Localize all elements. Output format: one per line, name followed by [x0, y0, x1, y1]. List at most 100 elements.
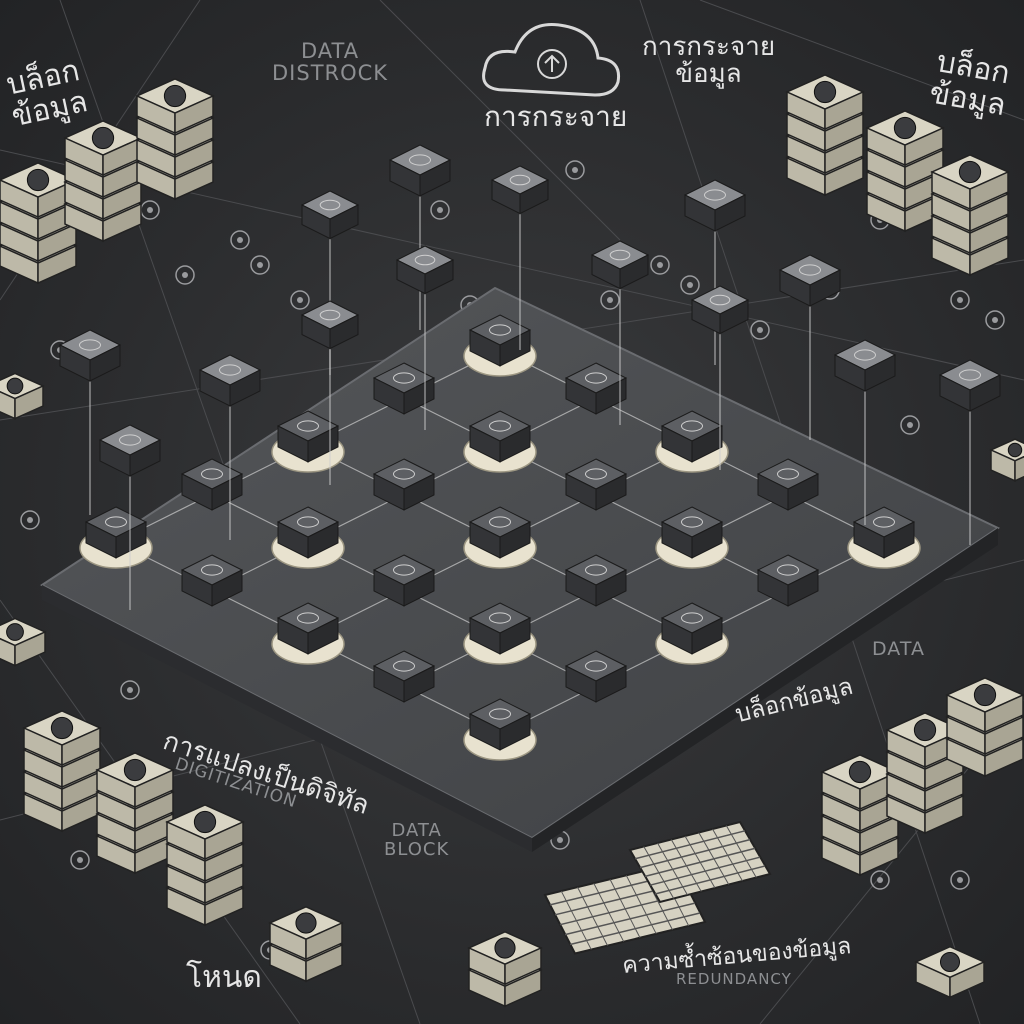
server-stack-icon [63, 120, 143, 243]
cube-right [719, 299, 749, 335]
server-side-right [174, 94, 214, 135]
cube-emblem [799, 264, 821, 276]
cube-emblem [854, 349, 876, 361]
server-side-right [969, 236, 1009, 277]
server-side-right [14, 630, 46, 667]
server-side-right [984, 693, 1024, 734]
panel-col [593, 882, 625, 942]
server-emblem [494, 937, 516, 959]
cloud-badge [537, 49, 567, 79]
panel-col [698, 832, 730, 885]
server-stack-icon [885, 712, 965, 835]
top-left-block-label: บล็อก ข้อมูล [2, 53, 90, 134]
decor-circle-icon [900, 415, 920, 435]
floating-block-icon [98, 424, 162, 477]
decor-dot [757, 327, 763, 333]
cube-emblem [393, 660, 415, 672]
cube-emblem [585, 660, 607, 672]
server-stack-icon [820, 754, 900, 877]
node-cube-icon [372, 650, 436, 703]
cube-emblem [873, 516, 895, 528]
background-line [699, 0, 1024, 121]
node-cube-icon [372, 362, 436, 415]
floating-block-icon [300, 190, 360, 240]
cube-right [211, 569, 243, 607]
decor-dot [77, 857, 83, 863]
cube-right [307, 617, 339, 655]
panel-col [560, 890, 592, 950]
cloud-outline [482, 23, 621, 97]
floating-block-icon [388, 144, 452, 197]
data-distrock-label: DATA DISTROCK [272, 40, 388, 84]
server-side-right [204, 886, 244, 927]
data-distrock-line-2: DISTROCK [272, 61, 389, 86]
floating-blocks [58, 144, 1002, 610]
decor-dot [257, 262, 263, 268]
cube-right [211, 473, 243, 511]
server-stack-icon [22, 710, 102, 833]
server-emblem [973, 683, 997, 707]
floating-block-icon [683, 179, 747, 232]
server-stacks [0, 74, 1024, 1008]
panel-col [684, 835, 716, 889]
server-emblem [163, 84, 187, 108]
panel-col [712, 828, 743, 882]
panel-col [643, 846, 675, 899]
cube-right [595, 665, 627, 703]
cube-emblem [585, 468, 607, 480]
server-emblem [26, 168, 50, 192]
server-side-right [305, 921, 343, 961]
server-side-right [37, 222, 77, 263]
cube-emblem [959, 369, 981, 381]
cube-right [424, 259, 454, 295]
misc-decor [543, 820, 772, 955]
decor-circle-icon [565, 160, 585, 180]
cube-emblem [509, 174, 531, 186]
server-side-right [924, 772, 964, 813]
decor-circle-icon [120, 680, 140, 700]
cube-emblem [393, 372, 415, 384]
server-side-right [824, 156, 864, 197]
server-stack-icon [930, 154, 1010, 277]
decor-dot [992, 317, 998, 323]
cube-emblem [489, 708, 511, 720]
server-stack-icon [865, 110, 945, 233]
decor-dot [687, 282, 693, 288]
server-emblem [295, 912, 317, 934]
cube-emblem [297, 612, 319, 624]
cube-emblem [105, 516, 127, 528]
floating-block-icon [938, 359, 1002, 412]
decor-circle-icon [250, 255, 270, 275]
server-emblem [193, 810, 217, 834]
node-cube-icon [660, 410, 724, 463]
cube-right [619, 254, 649, 290]
server-side-right [824, 134, 864, 175]
decor-circle-icon [750, 320, 770, 340]
cube-right [499, 329, 531, 367]
decor-circle-icon [870, 870, 890, 890]
cube-right [714, 194, 746, 232]
cube-emblem [585, 564, 607, 576]
cube-emblem [219, 364, 241, 376]
cube-emblem [489, 516, 511, 528]
decor-circle-icon [680, 275, 700, 295]
node-cube-icon [468, 698, 532, 751]
server-emblem [6, 623, 24, 641]
decor-circle-icon [600, 290, 620, 310]
cube-right [499, 425, 531, 463]
panel-col [670, 839, 702, 892]
node-cube-icon [564, 458, 628, 511]
cube-emblem [414, 254, 436, 266]
server-emblem [893, 116, 917, 140]
server-side-right [134, 790, 174, 831]
decor-dot [957, 877, 963, 883]
decor-circle-icon [985, 310, 1005, 330]
cube-right [129, 439, 161, 477]
server-emblem [848, 760, 872, 784]
floating-block-icon [395, 245, 455, 295]
cube-emblem [409, 154, 431, 166]
cube-right [499, 617, 531, 655]
cube-emblem [297, 516, 319, 528]
server-side-right [204, 820, 244, 861]
